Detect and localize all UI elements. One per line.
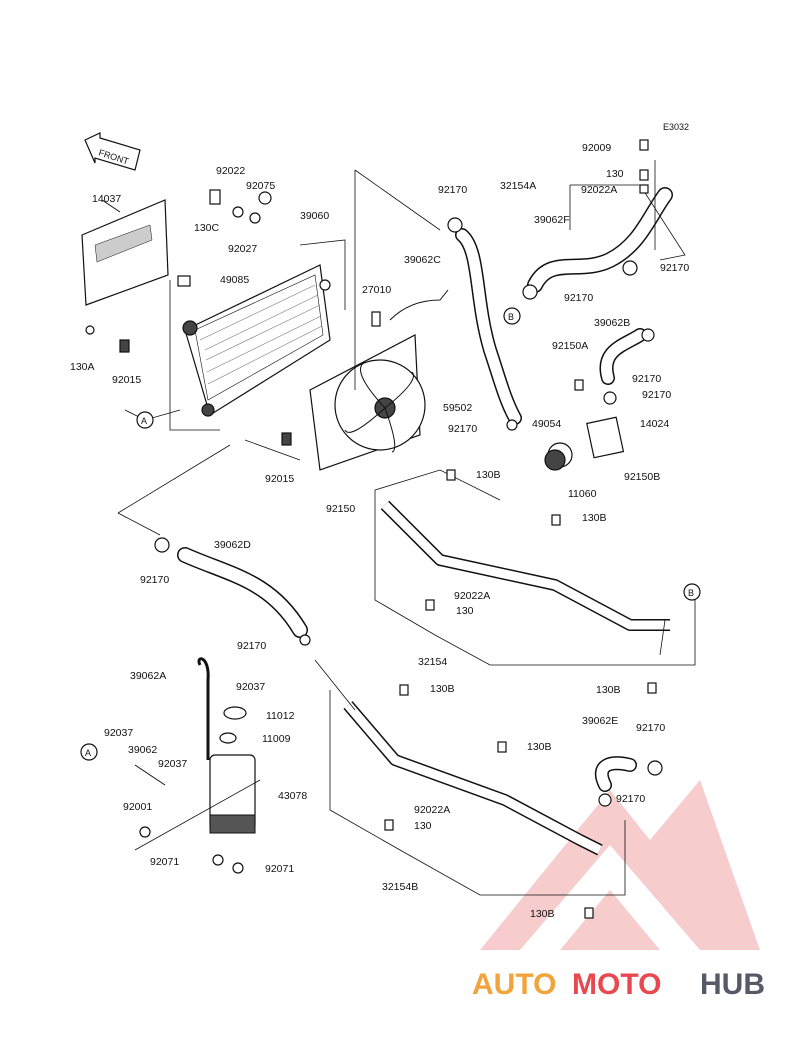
label-14037: 14037 [92, 193, 121, 205]
label-92037-c: 92037 [158, 758, 187, 770]
svg-text:HUB: HUB [700, 968, 765, 1001]
label-92015: 92015 [112, 374, 141, 386]
label-130b-3: 130B [596, 684, 621, 696]
svg-text:B: B [508, 312, 514, 322]
svg-text:MOTO: MOTO [572, 968, 661, 1001]
label-27010: 27010 [362, 284, 391, 296]
label-92022a-low: 92022A [414, 804, 450, 816]
svg-text:A: A [85, 748, 91, 758]
label-130c: 130C [194, 222, 220, 234]
marker-b-2: B [683, 583, 701, 601]
label-92150: 92150 [326, 503, 355, 515]
label-39062f: 39062F [534, 214, 570, 226]
reservoir-tank [134, 657, 256, 834]
marker-b-1: B [503, 307, 521, 325]
label-32154: 32154 [418, 656, 447, 668]
label-14024: 14024 [640, 418, 669, 430]
label-92170-a: 92170 [438, 184, 467, 196]
label-130b-2: 130B [582, 512, 607, 524]
svg-text:AUTO: AUTO [472, 968, 556, 1001]
svg-text:B: B [688, 588, 694, 598]
label-39062d: 39062D [214, 539, 251, 551]
label-92075: 92075 [246, 180, 275, 192]
label-92037-a: 92037 [236, 681, 265, 693]
label-92015-fan: 92015 [265, 473, 294, 485]
label-92170-g: 92170 [140, 574, 169, 586]
label-130b-5: 130B [527, 741, 552, 753]
marker-a-1: A [136, 411, 154, 429]
label-92071-a: 92071 [150, 856, 179, 868]
hardware-clamps [85, 139, 663, 919]
label-92037-b: 92037 [104, 727, 133, 739]
label-130-low: 130 [414, 820, 432, 832]
label-92170-h: 92170 [237, 640, 266, 652]
label-11012: 11012 [266, 710, 295, 722]
radiator [177, 264, 331, 417]
radiator-screen [81, 199, 169, 306]
label-32154b: 32154B [382, 881, 418, 893]
label-92170-i: 92170 [636, 722, 665, 734]
label-39062c: 39062C [404, 254, 441, 266]
ref-code: E3032 [663, 122, 689, 132]
label-39062a: 39062A [130, 670, 166, 682]
label-92022: 92022 [216, 165, 245, 177]
label-92027: 92027 [228, 243, 257, 255]
label-49085: 49085 [220, 274, 249, 286]
watermark-logo-mark [480, 780, 760, 950]
label-59502: 59502 [443, 402, 472, 414]
label-92022a-mid: 92022A [454, 590, 490, 602]
cooling-fan [309, 289, 449, 471]
label-49054: 49054 [532, 418, 561, 430]
label-43078: 43078 [278, 790, 307, 802]
label-130b-1: 130B [476, 469, 501, 481]
label-92170-j: 92170 [616, 793, 645, 805]
label-92170-d: 92170 [564, 292, 593, 304]
label-130a: 130A [70, 361, 95, 373]
label-92022a-top: 92022A [581, 184, 617, 196]
label-92170-c: 92170 [660, 262, 689, 274]
label-11060: 11060 [568, 488, 597, 500]
label-32154a: 32154A [500, 180, 536, 192]
label-130-top: 130 [606, 168, 624, 180]
label-92170-f: 92170 [642, 389, 671, 401]
label-130b-6: 130B [530, 908, 555, 920]
label-11009: 11009 [262, 733, 291, 745]
label-39062: 39062 [128, 744, 157, 756]
label-92001: 92001 [123, 801, 152, 813]
svg-text:A: A [141, 416, 147, 426]
part-labels: 14037 130A 92015 92022 92075 130C 92027 … [70, 142, 689, 920]
label-92009: 92009 [582, 142, 611, 154]
label-39062e: 39062E [582, 715, 618, 727]
watermark-wordmark: AUTO MOTO HUB [472, 968, 765, 1001]
front-direction-arrow: FRONT [84, 132, 141, 171]
label-92150b: 92150B [624, 471, 660, 483]
thermostat-housing [544, 416, 625, 471]
label-130-mid: 130 [456, 605, 474, 617]
marker-a-2: A [80, 743, 98, 761]
label-130b-4: 130B [430, 683, 455, 695]
leader-lines [117, 160, 696, 896]
label-92170-e: 92170 [632, 373, 661, 385]
label-92150a: 92150A [552, 340, 588, 352]
label-39060: 39060 [300, 210, 329, 222]
label-92071-b: 92071 [265, 863, 294, 875]
label-39062b: 39062B [594, 317, 630, 329]
label-92170-b: 92170 [448, 423, 477, 435]
